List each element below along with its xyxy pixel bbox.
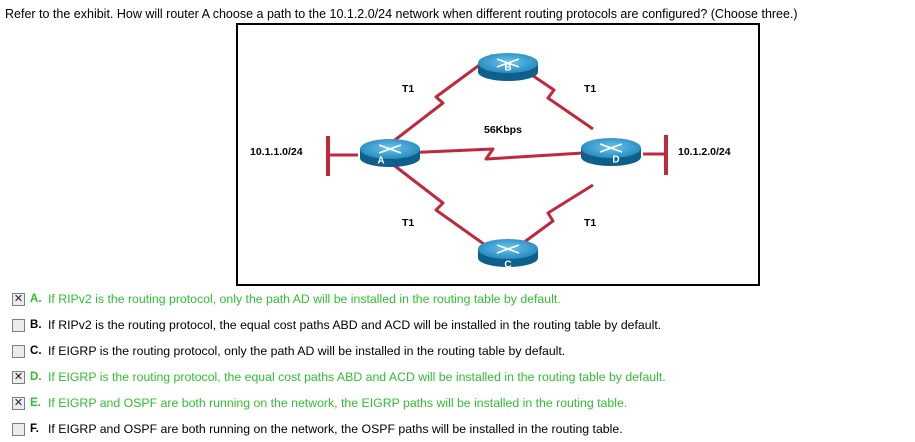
router-label-d: D: [612, 154, 620, 166]
link-label-ad: 56Kbps: [484, 124, 522, 136]
answer-checkbox[interactable]: ✕: [12, 292, 25, 306]
answer-letter: F.: [30, 423, 39, 435]
link-a-d: [402, 147, 584, 161]
answer-letter: E.: [30, 397, 41, 409]
answer-text: If EIGRP and OSPF are both running on th…: [48, 396, 628, 410]
question-text: Refer to the exhibit. How will router A …: [5, 7, 798, 21]
answer-checkbox[interactable]: ✕: [12, 396, 25, 410]
answer-text: If RIPv2 is the routing protocol, only t…: [48, 292, 561, 306]
answer-letter: D.: [30, 371, 42, 383]
answer-option-b[interactable]: B. If RIPv2 is the routing protocol, the …: [12, 316, 661, 334]
topology-diagram: [326, 53, 668, 267]
link-b-d: [522, 67, 594, 131]
network-label-left: 10.1.1.0/24: [250, 146, 303, 158]
answer-checkbox[interactable]: [12, 318, 25, 332]
answer-letter: C.: [30, 345, 42, 357]
router-d-icon: [581, 138, 641, 166]
answer-checkbox[interactable]: [12, 422, 25, 436]
answer-option-f[interactable]: F. If EIGRP and OSPF are both running on …: [12, 420, 623, 438]
answer-text: If EIGRP is the routing protocol, the eq…: [48, 370, 666, 384]
router-label-b: B: [504, 62, 512, 74]
answer-text: If EIGRP and OSPF are both running on th…: [48, 422, 623, 436]
answer-letter: B.: [30, 319, 42, 331]
router-c-icon: [478, 239, 538, 267]
answer-letter: A.: [30, 293, 42, 305]
link-label-cd: T1: [584, 217, 597, 229]
answer-text: If EIGRP is the routing protocol, only t…: [48, 344, 566, 358]
network-label-right: 10.1.2.0/24: [678, 146, 731, 158]
link-a-c: [390, 161, 489, 249]
router-label-c: C: [504, 259, 512, 271]
router-label-a: A: [377, 155, 385, 167]
answer-option-e[interactable]: ✕ E. If EIGRP and OSPF are both running on…: [12, 394, 627, 412]
link-a-b: [390, 53, 494, 145]
answer-checkbox[interactable]: ✕: [12, 370, 25, 384]
link-label-ac: T1: [402, 217, 415, 229]
answer-option-d[interactable]: ✕ D. If EIGRP is the routing protocol, the…: [12, 368, 666, 386]
link-c-d: [522, 183, 594, 245]
link-label-ab: T1: [402, 83, 415, 95]
network-exhibit: T1 T1 T1 T1 56Kbps 10.1.1.0/24 10.1.2.0/…: [236, 23, 760, 286]
link-label-bd: T1: [584, 83, 597, 95]
answer-option-c[interactable]: C. If EIGRP is the routing protocol, only…: [12, 342, 565, 360]
answer-option-a[interactable]: ✕ A. If RIPv2 is the routing protocol, onl…: [12, 290, 561, 308]
router-a-icon: [360, 139, 420, 167]
answer-text: If RIPv2 is the routing protocol, the eq…: [48, 318, 662, 332]
answer-checkbox[interactable]: [12, 344, 25, 358]
router-b-icon: [478, 53, 538, 81]
